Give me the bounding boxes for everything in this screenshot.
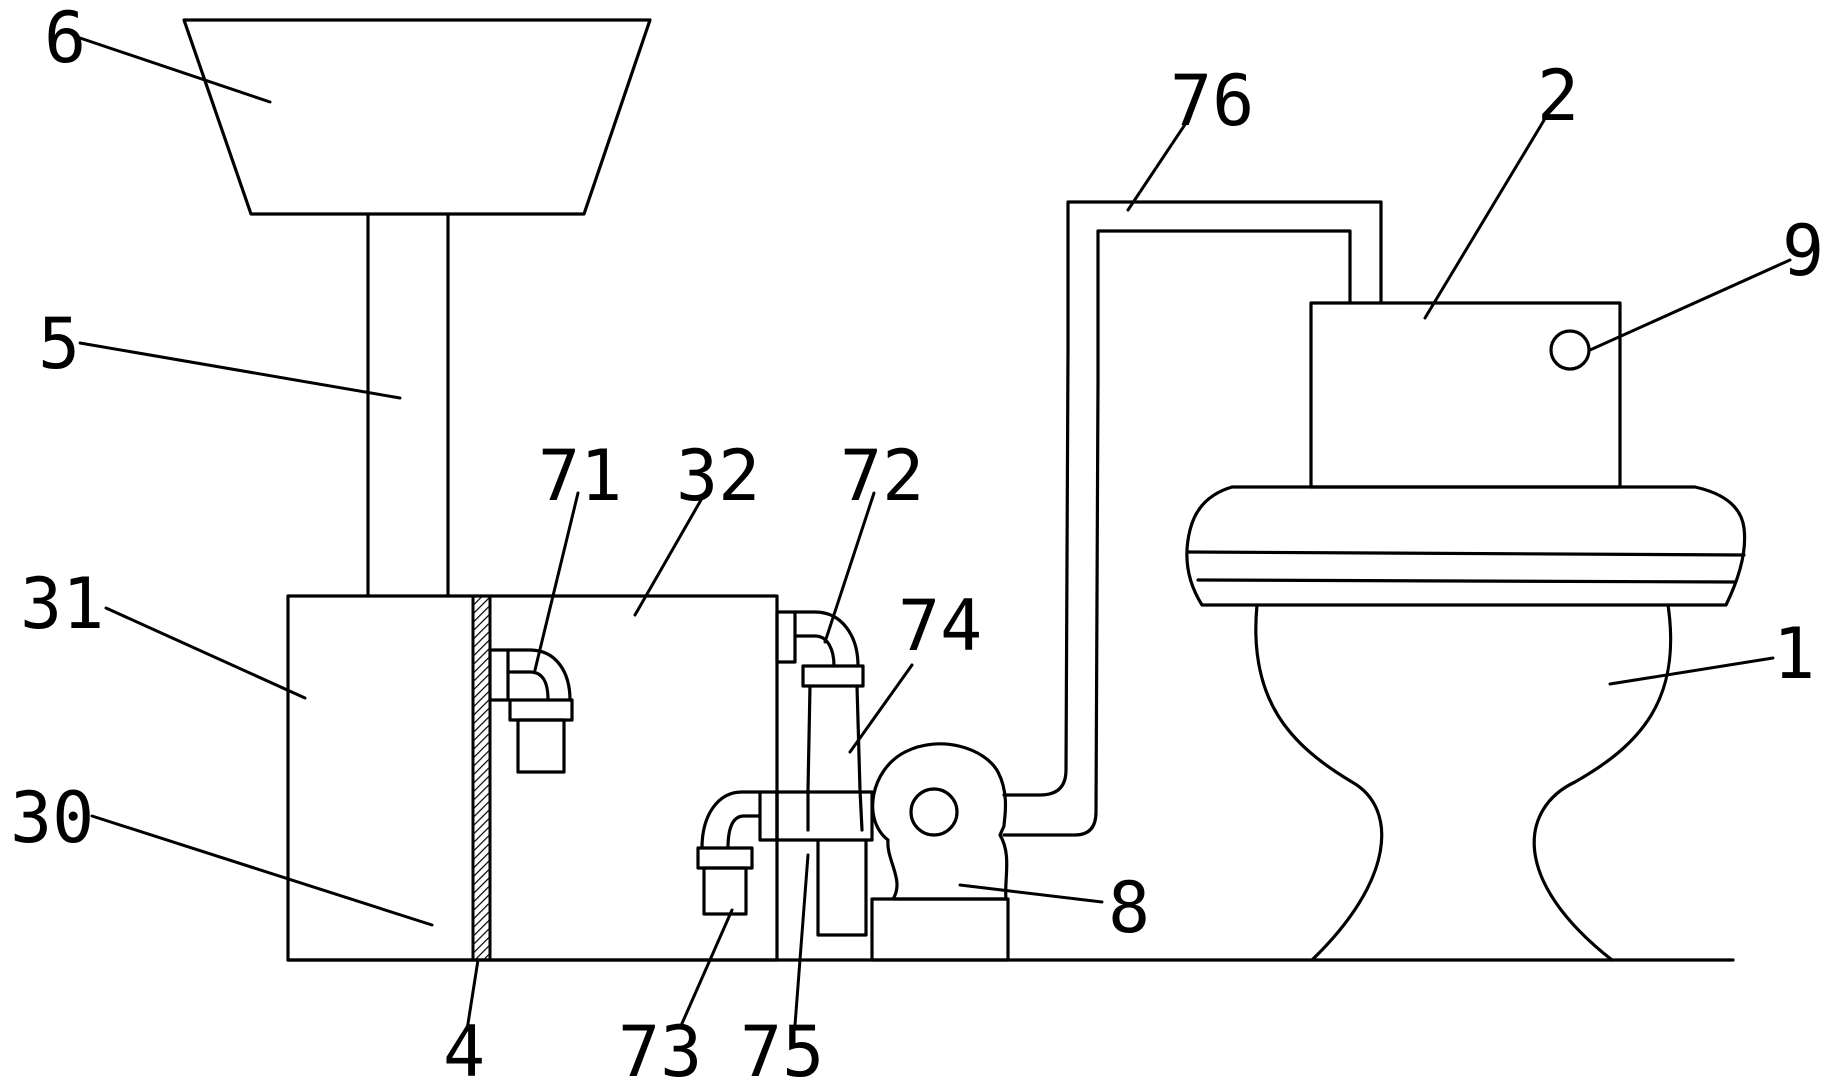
reference-numerals: 6 5 31 30 71 32 72 74 76 2 9 1 8 4 73 75 xyxy=(10,0,1824,1086)
elbow-fitting-71 xyxy=(488,648,574,774)
toilet-bowl-1 xyxy=(1185,485,1747,962)
label-5: 5 xyxy=(38,303,80,385)
label-74: 74 xyxy=(898,585,982,667)
label-76: 76 xyxy=(1170,60,1254,142)
partition-4 xyxy=(471,594,492,962)
label-71: 71 xyxy=(538,435,622,517)
label-9: 9 xyxy=(1782,210,1824,292)
label-6: 6 xyxy=(44,0,86,79)
label-8: 8 xyxy=(1108,867,1150,949)
elbow-fitting-73 xyxy=(696,790,779,916)
label-1: 1 xyxy=(1773,613,1815,695)
pedestal-5 xyxy=(366,212,450,598)
connector-75 xyxy=(775,790,874,937)
tank-body xyxy=(286,594,779,962)
label-30: 30 xyxy=(10,777,94,859)
label-31: 31 xyxy=(20,563,104,645)
elbow-fitting-72 xyxy=(775,610,865,688)
label-72: 72 xyxy=(840,435,924,517)
basin-6 xyxy=(182,18,652,216)
pipe-74 xyxy=(806,684,864,832)
leader-lines xyxy=(78,36,1792,1032)
label-32: 32 xyxy=(676,435,760,517)
label-73: 73 xyxy=(618,1011,702,1086)
label-2: 2 xyxy=(1537,55,1579,137)
pump-8 xyxy=(870,742,1010,962)
pipe-76 xyxy=(1002,200,1383,837)
label-75: 75 xyxy=(740,1011,824,1086)
flush-button-9 xyxy=(1549,329,1591,371)
label-4: 4 xyxy=(443,1011,485,1086)
